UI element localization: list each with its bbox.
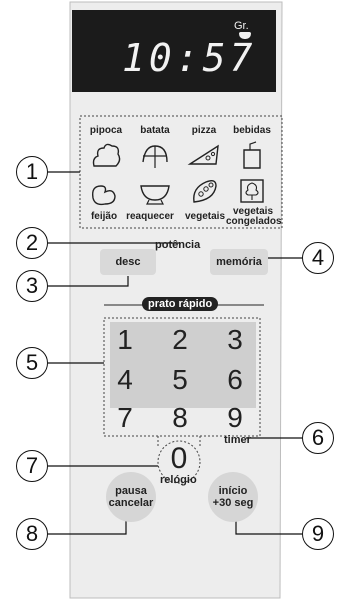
cancelar-label: cancelar — [108, 497, 154, 509]
food-label-feijao: feijão — [90, 211, 118, 222]
key-8[interactable]: 8 — [172, 402, 188, 433]
key-2[interactable]: 2 — [172, 324, 188, 355]
callout-4: 4 — [302, 242, 334, 274]
beans-icon[interactable] — [87, 178, 121, 208]
timer-label: timer — [224, 434, 251, 446]
relogio-label: relógio — [160, 474, 197, 486]
pizza-icon[interactable] — [186, 140, 222, 170]
potencia-label[interactable]: potência — [155, 239, 201, 251]
inicio-label: início — [218, 485, 248, 497]
food-label-vegetais: vegetais — [184, 211, 226, 222]
key-1[interactable]: 1 — [117, 324, 133, 355]
bowl-icon[interactable] — [137, 178, 173, 206]
display-unit: Gr. — [234, 20, 249, 32]
callout-9: 9 — [302, 518, 334, 550]
key-5[interactable]: 5 — [172, 364, 188, 395]
callout-6: 6 — [302, 422, 334, 454]
prato-rapido-label: prato rápido — [142, 297, 219, 311]
callout-3: 3 — [16, 270, 48, 302]
food-label-pizza: pizza — [191, 125, 217, 136]
mais30-label: +30 seg — [212, 497, 254, 509]
callout-1: 1 — [16, 156, 48, 188]
beverage-icon[interactable] — [236, 140, 268, 172]
food-label-vegetais-congelados: vegetais congelados — [226, 206, 282, 227]
keypad-background — [110, 322, 256, 408]
food-label-batata: batata — [140, 125, 170, 136]
callout-5: 5 — [16, 347, 48, 379]
desc-button[interactable]: desc — [100, 249, 156, 275]
popcorn-icon[interactable] — [90, 140, 122, 170]
display-screen: 10:57 Gr. — [72, 10, 276, 92]
key-9[interactable]: 9 — [227, 402, 243, 433]
key-6[interactable]: 6 — [227, 364, 243, 395]
cup-icon — [239, 32, 251, 39]
key-0[interactable]: 0 — [170, 442, 188, 475]
key-7[interactable]: 7 — [117, 402, 133, 433]
callout-7: 7 — [16, 450, 48, 482]
food-label-pipoca: pipoca — [89, 125, 123, 136]
callout-8: 8 — [16, 518, 48, 550]
food-label-bebidas: bebidas — [233, 125, 271, 136]
pausa-cancelar-button[interactable]: pausa cancelar — [106, 472, 156, 522]
key-4[interactable]: 4 — [117, 364, 133, 395]
frozen-vegetables-icon[interactable] — [238, 177, 266, 205]
vegetables-icon[interactable] — [188, 176, 220, 206]
key-3[interactable]: 3 — [227, 324, 243, 355]
display-time: 10:57 — [122, 36, 257, 80]
memoria-button[interactable]: memória — [210, 249, 268, 275]
food-label-reaquecer: reaquecer — [126, 211, 174, 222]
pausa-label: pausa — [115, 485, 147, 497]
inicio-30seg-button[interactable]: início +30 seg — [208, 472, 258, 522]
callout-2: 2 — [16, 227, 48, 259]
potato-icon[interactable] — [139, 140, 171, 170]
